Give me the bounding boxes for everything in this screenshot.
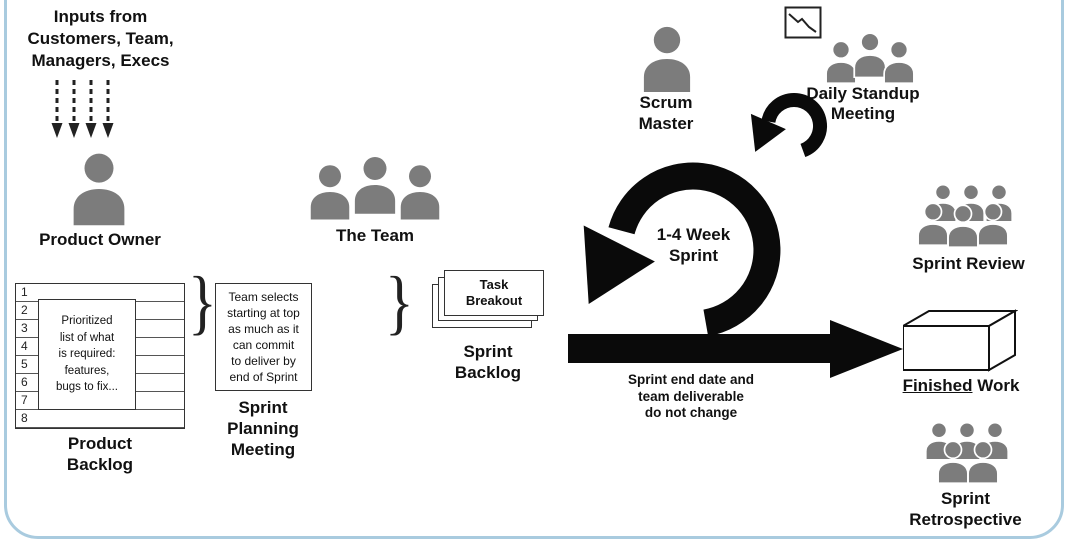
inputs-label: Inputs from Customers, Team, Managers, E… bbox=[27, 7, 174, 70]
product-owner-icon bbox=[73, 153, 125, 226]
sprint-planning-label: Sprint Planning Meeting bbox=[227, 398, 299, 459]
retro-member-icon bbox=[967, 440, 999, 484]
finished-work-box-icon bbox=[903, 309, 1018, 372]
review-member-icon bbox=[917, 202, 949, 246]
sprint-backlog-label: Sprint Backlog bbox=[454, 342, 522, 382]
brace-icon: } bbox=[188, 262, 217, 342]
finished-underlined: Finished bbox=[902, 376, 973, 395]
task-card-front: Task Breakout bbox=[444, 270, 544, 316]
daily-standup-label: Daily Standup Meeting bbox=[806, 84, 920, 123]
team-member-icon bbox=[354, 156, 396, 214]
sprint-note-label: Sprint end date and team deliverable do … bbox=[627, 372, 754, 420]
team-member-icon bbox=[310, 165, 350, 220]
sprint-review-label: Sprint Review bbox=[912, 254, 1025, 273]
review-member-icon bbox=[947, 204, 979, 248]
daily-loop-icon bbox=[750, 93, 827, 157]
work-text: Work bbox=[977, 376, 1020, 395]
the-team-label: The Team bbox=[335, 226, 415, 245]
scrum-master-label: Scrum Master bbox=[638, 93, 694, 133]
review-member-icon bbox=[977, 202, 1009, 246]
finished-work-arrow-icon bbox=[568, 320, 903, 378]
burndown-chart-icon bbox=[784, 6, 822, 39]
input-arrows-icon bbox=[51, 80, 114, 138]
task-breakout-cards: Task Breakout bbox=[432, 270, 546, 332]
backlog-note: Prioritized list of what is required: fe… bbox=[38, 299, 136, 410]
finished-work-label: Finished Work bbox=[876, 376, 1046, 396]
team-member-icon bbox=[400, 165, 440, 220]
backlog-row: 8 bbox=[16, 410, 184, 428]
sprint-loop-icon bbox=[583, 162, 781, 337]
sprint-loop-label: 1-4 Week Sprint bbox=[656, 225, 731, 265]
product-backlog-table: 1 2 3 4 5 6 7 8 Prioritized list of what… bbox=[15, 283, 185, 429]
scrum-master-icon bbox=[643, 26, 691, 92]
standup-member-icon bbox=[883, 40, 915, 84]
brace-icon: } bbox=[385, 262, 414, 342]
planning-note-box: Team selects starting at top as much as … bbox=[215, 283, 312, 391]
product-owner-label: Product Owner bbox=[39, 230, 161, 249]
product-backlog-label: Product Backlog bbox=[66, 434, 134, 474]
retro-member-icon bbox=[937, 440, 969, 484]
sprint-retrospective-label: Sprint Retrospective bbox=[909, 489, 1022, 529]
